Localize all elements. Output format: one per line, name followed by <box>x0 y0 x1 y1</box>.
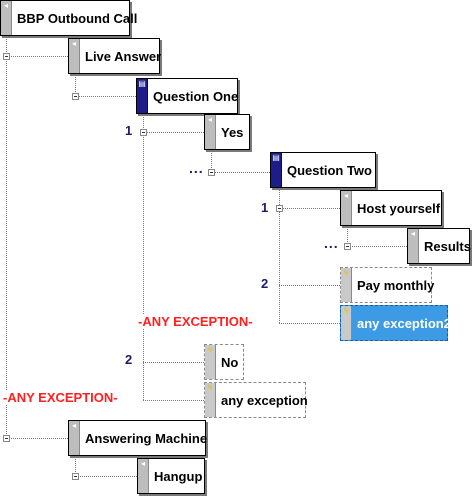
node-label: Pay monthly <box>357 277 435 293</box>
collapse-toggle[interactable] <box>3 435 10 442</box>
node-answering-machine[interactable]: ◂ Answering Machine <box>68 420 208 456</box>
ellipsis: ... <box>189 160 204 176</box>
node-results[interactable]: ◂ Results <box>407 228 471 264</box>
node-live-answer[interactable]: ◂ Live Answer <box>68 38 162 74</box>
node-label: Hangup <box>154 468 203 484</box>
connector <box>279 208 340 209</box>
collapse-toggle[interactable] <box>344 243 351 250</box>
node-label: any exception <box>221 392 308 408</box>
node-host-yourself[interactable]: ◂ Host yourself <box>340 190 442 226</box>
node-label: Question Two <box>287 162 372 178</box>
connector <box>347 246 407 247</box>
speaker-icon: ◂ <box>343 191 348 200</box>
collapse-toggle[interactable] <box>208 169 215 176</box>
node-bar <box>69 421 80 455</box>
branch-number: 2 <box>125 352 133 367</box>
node-any-exception2[interactable]: ϟ any exception2 <box>340 305 451 341</box>
connector <box>211 172 270 173</box>
node-bar <box>341 306 352 340</box>
node-bar <box>205 383 216 417</box>
node-bar <box>408 229 419 263</box>
speaker-icon: ◂ <box>71 39 76 48</box>
node-label: Results <box>424 238 471 254</box>
connector <box>143 400 204 401</box>
node-bar <box>1 1 12 35</box>
node-bar <box>271 153 282 187</box>
collapse-toggle[interactable] <box>72 473 79 480</box>
node-bar <box>205 115 216 149</box>
collapse-toggle[interactable] <box>276 205 283 212</box>
speaker-icon: ◂ <box>207 115 212 124</box>
node-bar <box>205 345 216 379</box>
node-question-two[interactable]: ▤ Question Two <box>270 152 376 188</box>
connector <box>211 150 212 172</box>
connector <box>75 456 76 476</box>
question-icon: ▤ <box>272 153 280 162</box>
node-label: No <box>221 354 239 370</box>
node-label: BBP Outbound Call <box>17 10 138 26</box>
any-exception-label: -ANY EXCEPTION- <box>2 390 119 405</box>
connector <box>6 438 68 439</box>
speaker-icon: ◂ <box>3 1 8 10</box>
question-icon: ▤ <box>138 79 146 88</box>
node-pay-monthly[interactable]: ϟ Pay monthly <box>340 267 435 303</box>
branch-number: 1 <box>125 123 133 138</box>
node-label: Host yourself <box>357 200 441 216</box>
connector <box>143 113 144 400</box>
connector <box>279 323 340 324</box>
node-hangup[interactable]: ◂ Hangup <box>137 458 205 494</box>
node-label: any exception2 <box>357 315 451 331</box>
node-bar <box>341 191 352 225</box>
node-label: Question One <box>153 88 239 104</box>
ellipsis: ... <box>324 235 339 251</box>
any-exception-label: -ANY EXCEPTION- <box>137 314 254 329</box>
connector <box>6 36 7 438</box>
node-bar <box>69 39 80 73</box>
collapse-toggle[interactable] <box>3 53 10 60</box>
node-bar <box>341 268 352 302</box>
connector <box>75 476 137 477</box>
connector <box>75 74 76 96</box>
connector <box>279 188 280 323</box>
collapse-toggle[interactable] <box>140 129 147 136</box>
connector <box>279 285 340 286</box>
node-label: Yes <box>221 124 244 140</box>
branch-number: 1 <box>261 200 269 215</box>
branch-number: 2 <box>261 276 269 291</box>
speaker-icon: ◂ <box>140 459 145 468</box>
collapse-toggle[interactable] <box>72 93 79 100</box>
node-bbp-outbound-call[interactable]: ◂ BBP Outbound Call <box>0 0 137 36</box>
node-bar <box>138 459 149 493</box>
node-question-one[interactable]: ▤ Question One <box>136 78 238 114</box>
node-no[interactable]: ϟ No <box>204 344 244 380</box>
lightning-icon: ϟ <box>207 345 213 354</box>
speaker-icon: ◂ <box>71 421 76 430</box>
connector <box>143 132 204 133</box>
node-yes[interactable]: ◂ Yes <box>204 114 250 150</box>
node-bar <box>137 79 148 113</box>
lightning-icon: ϟ <box>343 306 349 315</box>
connector <box>6 56 68 57</box>
lightning-icon: ϟ <box>207 383 213 392</box>
speaker-icon: ◂ <box>410 229 415 238</box>
node-any-exception[interactable]: ϟ any exception <box>204 382 308 418</box>
connector <box>143 362 204 363</box>
node-label: Live Answer <box>85 48 162 64</box>
connector <box>347 226 348 246</box>
node-label: Answering Machine <box>85 430 208 446</box>
lightning-icon: ϟ <box>343 268 349 277</box>
connector <box>75 96 136 97</box>
